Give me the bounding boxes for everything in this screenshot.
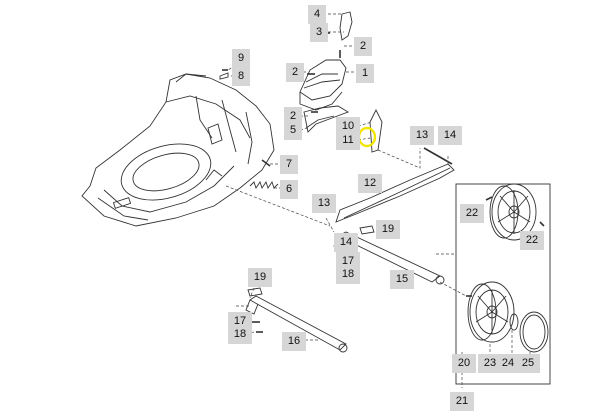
callout-18[interactable]: 18	[336, 265, 360, 284]
callout-22[interactable]: 22	[460, 204, 484, 223]
mower-deck-part	[81, 73, 275, 227]
callout-20[interactable]: 20	[452, 354, 476, 373]
callout-6[interactable]: 6	[280, 180, 298, 199]
leader-line	[325, 217, 335, 233]
clip-part	[219, 72, 229, 80]
callout-15[interactable]: 15	[390, 270, 414, 289]
pin-part	[261, 159, 271, 167]
leader-line	[439, 281, 467, 297]
callout-25[interactable]: 25	[516, 354, 540, 373]
leader-line	[227, 59, 245, 71]
bolt-part	[485, 196, 493, 201]
leader-line	[225, 185, 331, 227]
linkage-part	[369, 108, 383, 153]
callout-21[interactable]: 21	[450, 392, 474, 411]
leader-line	[357, 121, 373, 127]
callout-4[interactable]: 4	[308, 5, 326, 24]
callout-24[interactable]: 24	[496, 354, 520, 373]
callout-9[interactable]: 9	[232, 49, 250, 68]
callout-2[interactable]: 2	[286, 63, 304, 82]
callout-19[interactable]: 19	[376, 220, 400, 239]
lever-grip-part	[339, 11, 353, 41]
clip-part	[359, 225, 375, 235]
clip-part	[247, 287, 263, 297]
highlight-ring	[357, 126, 377, 148]
callout-19[interactable]: 19	[248, 268, 272, 287]
callout-13[interactable]: 13	[410, 126, 434, 145]
hubcap-rim	[522, 314, 546, 350]
callout-8[interactable]: 8	[232, 67, 250, 86]
callout-13[interactable]: 13	[312, 194, 336, 213]
lower-wheel-part	[467, 281, 515, 343]
lever-housing-part	[299, 59, 347, 111]
callout-1[interactable]: 1	[356, 64, 374, 83]
bolt-part	[539, 221, 545, 227]
leader-line	[377, 148, 421, 169]
bracket-part	[303, 105, 350, 133]
callout-2[interactable]: 2	[354, 37, 372, 56]
callout-22[interactable]: 22	[520, 231, 544, 250]
callout-3[interactable]: 3	[310, 23, 328, 42]
callout-16[interactable]: 16	[282, 332, 306, 351]
callout-12[interactable]: 12	[358, 174, 382, 193]
hubcap-part	[519, 311, 549, 353]
spring-part	[249, 180, 279, 190]
upper-wheel-part	[489, 183, 537, 241]
washer-part	[509, 313, 519, 331]
callout-14[interactable]: 14	[438, 126, 462, 145]
callout-18[interactable]: 18	[228, 325, 252, 344]
callout-14[interactable]: 14	[334, 233, 358, 252]
callout-7[interactable]: 7	[280, 155, 298, 174]
pin-part	[423, 147, 453, 165]
callout-5[interactable]: 5	[284, 121, 302, 140]
bracket-edge	[305, 115, 335, 129]
leader-line	[249, 287, 255, 299]
axle-bar-part	[335, 163, 455, 223]
callout-11[interactable]: 11	[336, 131, 360, 150]
wheel-assembly-frame	[455, 183, 551, 385]
